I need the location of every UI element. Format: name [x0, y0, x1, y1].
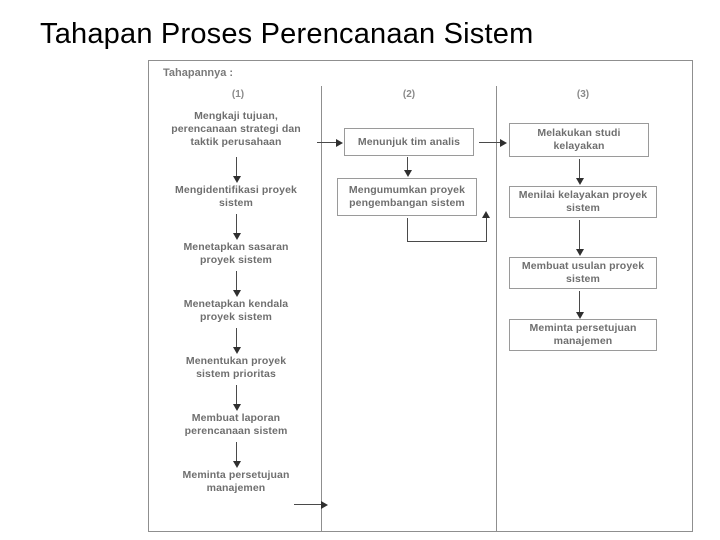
connector-c2-to-c3 [407, 211, 490, 242]
column-header-1: (1) [231, 89, 245, 100]
arrow-c1-1-to-2 [232, 157, 241, 183]
node-c1-1: Mengkaji tujuan, perencanaan strategi da… [171, 109, 301, 148]
column-divider-1 [321, 86, 322, 531]
node-c2-1: Menunjuk tim analis [344, 128, 474, 156]
arrow-c1-2-to-3 [232, 214, 241, 240]
node-c2-2: Mengumumkan proyek pengembangan sistem [337, 178, 477, 216]
arrow-c3-3-to-4 [575, 291, 584, 319]
arrow-c1-7-to-right [294, 500, 328, 509]
node-c3-4: Meminta persetujuan manajemen [509, 319, 657, 351]
node-c1-7: Meminta persetujuan manajemen [182, 469, 290, 494]
node-c3-3: Membuat usulan proyek sistem [509, 257, 657, 289]
node-c3-1: Melakukan studi kelayakan [509, 123, 649, 157]
node-c1-2: Mengidentifikasi proyek sistem [175, 184, 297, 209]
flowchart-diagram: Tahapannya : (1) (2) (3) Mengkaji tujuan… [148, 60, 693, 532]
arrow-c1-3-to-4 [232, 271, 241, 297]
arrow-c1-6-to-7 [232, 442, 241, 468]
column-header-2: (2) [402, 89, 416, 100]
arrow-c2-1-to-2 [403, 157, 412, 177]
column-divider-2 [496, 86, 497, 531]
node-c1-3: Menetapkan sasaran proyek sistem [183, 241, 289, 266]
node-c3-2: Menilai kelayakan proyek sistem [509, 186, 657, 218]
arrow-c3-1-to-2 [575, 159, 584, 185]
node-c1-5: Menentukan proyek sistem prioritas [185, 355, 287, 380]
node-c1-6: Membuat laporan perencanaan sistem [184, 412, 288, 437]
arrow-c3-2-to-3 [575, 220, 584, 256]
page-title: Tahapan Proses Perencanaan Sistem [40, 18, 534, 50]
column-header-3: (3) [576, 89, 590, 100]
arrow-c1-5-to-6 [232, 385, 241, 411]
node-c1-4: Menetapkan kendala proyek sistem [183, 298, 289, 323]
arrow-c1-1-to-c2-1 [317, 138, 343, 147]
arrow-c2-1-to-c3-1 [479, 138, 507, 147]
arrow-c1-4-to-5 [232, 328, 241, 354]
diagram-caption: Tahapannya : [163, 67, 234, 79]
